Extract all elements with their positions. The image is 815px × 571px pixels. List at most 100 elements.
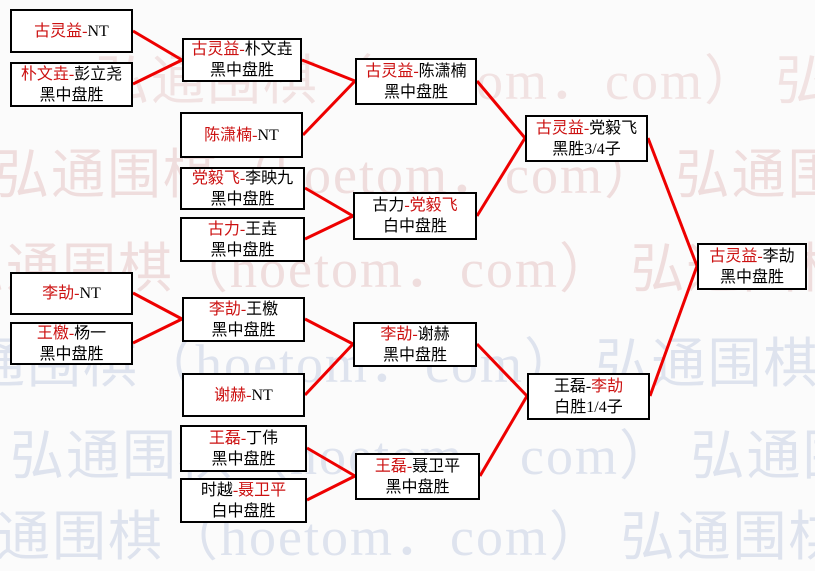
bracket-connector [304, 214, 354, 241]
match-players: 王磊-李劼 [554, 376, 623, 397]
winner-name: 李劼 [591, 377, 624, 395]
match-box: 朴文垚-彭立尧黑中盘胜 [10, 62, 133, 107]
match-players: 谢赫-NT [214, 385, 273, 406]
match-result: 黑胜3/4子 [552, 140, 621, 158]
bracket-connector [303, 342, 355, 397]
match-players: 朴文垚-彭立尧 [21, 64, 122, 85]
match-players: 王檄-杨一 [37, 323, 106, 344]
player-name: 陈潇楠 [418, 62, 467, 80]
match-players: 古力-王垚 [208, 219, 277, 240]
bracket-connector [475, 342, 529, 398]
match-players: 古灵益-党毅飞 [536, 118, 637, 139]
match-result: 黑中盘胜 [210, 190, 275, 208]
match-result: 黑中盘胜 [382, 346, 447, 364]
match-players: 古灵益-陈潇楠 [365, 61, 466, 82]
winner-name: 古灵益- [709, 247, 763, 265]
match-result: 黑中盘胜 [39, 86, 104, 104]
match-players: 李劼-谢赫 [380, 324, 449, 345]
winner-name: 古灵益- [365, 62, 419, 80]
bracket-connector [306, 446, 356, 478]
winner-name: 朴文垚- [20, 65, 75, 83]
match-box: 王磊-聂卫平黑中盘胜 [355, 453, 480, 500]
match-players: 王磊-聂卫平 [375, 456, 460, 477]
bracket-connector [132, 29, 183, 62]
player-name: 党毅飞 [589, 119, 638, 137]
player-name: 王垚 [245, 220, 278, 238]
match-box: 古力-党毅飞白中盘胜 [353, 192, 477, 240]
match-result: 白中盘胜 [211, 502, 276, 520]
match-result: 黑中盘胜 [383, 83, 448, 101]
winner-name: 党毅飞- [191, 169, 246, 187]
bracket-connector [301, 58, 356, 83]
winner-name: 陈潇楠- [204, 126, 258, 144]
match-box: 李劼-谢赫黑中盘胜 [353, 322, 477, 367]
match-box: 古灵益-NT [10, 9, 133, 53]
bracket-connector [132, 58, 183, 86]
bracket-connector [475, 137, 527, 217]
match-players: 古灵益-NT [34, 21, 109, 42]
winner-name: 古灵益- [535, 119, 590, 137]
match-players: 王磊-丁伟 [209, 428, 278, 449]
match-result: 黑中盘胜 [211, 321, 276, 339]
winner-name: 古力- [207, 220, 246, 238]
player-name: 古力 [372, 197, 405, 214]
match-box: 谢赫-NT [182, 373, 305, 417]
match-result: 白中盘胜 [382, 218, 447, 235]
match-box: 王磊-李劼白胜1/4子 [527, 373, 650, 420]
match-players: 古力-党毅飞 [372, 195, 457, 216]
match-box: 李劼-王檄黑中盘胜 [182, 297, 305, 342]
match-result: 黑中盘胜 [209, 62, 274, 79]
winner-name: -聂卫平 [232, 481, 287, 499]
bracket-connector [132, 317, 183, 345]
bracket-connector [304, 317, 354, 346]
player-name: 彭立尧 [74, 65, 123, 83]
winner-name: 王磊- [208, 429, 247, 447]
bracket-connector [306, 474, 356, 502]
winner-name: 古灵益- [191, 41, 245, 58]
match-box: 古力-王垚黑中盘胜 [180, 217, 305, 262]
player-name: NT [251, 386, 273, 404]
match-result: 黑中盘胜 [39, 345, 104, 363]
match-box: 古灵益-党毅飞黑胜3/4子 [525, 115, 648, 162]
bracket-connector [132, 291, 183, 321]
player-name: 李映九 [245, 169, 294, 187]
player-name: 谢赫 [417, 325, 450, 343]
match-players: 李劼-王檄 [209, 299, 278, 320]
player-name: 王磊- [553, 377, 592, 395]
player-name: NT [87, 22, 109, 40]
match-players: 党毅飞-李映九 [192, 168, 293, 189]
match-players: 时越-聂卫平 [201, 480, 286, 501]
bracket-connector [478, 395, 529, 477]
match-result: 黑中盘胜 [210, 241, 275, 259]
player-name: NT [257, 126, 279, 144]
match-players: 陈潇楠-NT [204, 125, 279, 146]
match-result: 黑中盘胜 [719, 268, 784, 286]
winner-name: 李劼- [208, 300, 247, 318]
winner-name: 李劼- [42, 285, 80, 302]
winner-name: 王磊- [374, 457, 413, 475]
match-players: 古灵益-朴文垚 [191, 39, 292, 60]
match-box: 古灵益-李劼黑中盘胜 [697, 243, 807, 290]
bracket-connector [646, 137, 699, 267]
player-name: 王檄 [246, 300, 279, 318]
player-name: 杨一 [74, 324, 107, 342]
bracket-connector [304, 186, 354, 218]
winner-name: 王檄- [36, 324, 75, 342]
tournament-bracket: 弘通围棋（hoetom．com） 弘通围棋（hoetom．com）弘通围棋（ho… [0, 9, 815, 567]
winner-name: 李劼- [380, 325, 418, 343]
match-players: 李劼-NT [42, 283, 101, 304]
player-name: 聂卫平 [412, 457, 461, 475]
player-name: 时越 [200, 481, 233, 499]
match-result: 黑中盘胜 [211, 450, 276, 468]
match-result: 黑中盘胜 [385, 478, 450, 496]
winner-name: -党毅飞 [404, 197, 458, 214]
match-box: 王檄-杨一黑中盘胜 [10, 322, 133, 365]
bracket-connector [475, 80, 527, 139]
match-box: 王磊-丁伟黑中盘胜 [180, 425, 307, 472]
match-result: 白胜1/4子 [554, 398, 623, 416]
match-box: 陈潇楠-NT [180, 112, 303, 158]
player-name: 丁伟 [246, 429, 279, 447]
winner-name: 古灵益- [34, 22, 88, 40]
bracket-connector [648, 265, 699, 397]
player-name: 朴文垚 [244, 41, 293, 58]
